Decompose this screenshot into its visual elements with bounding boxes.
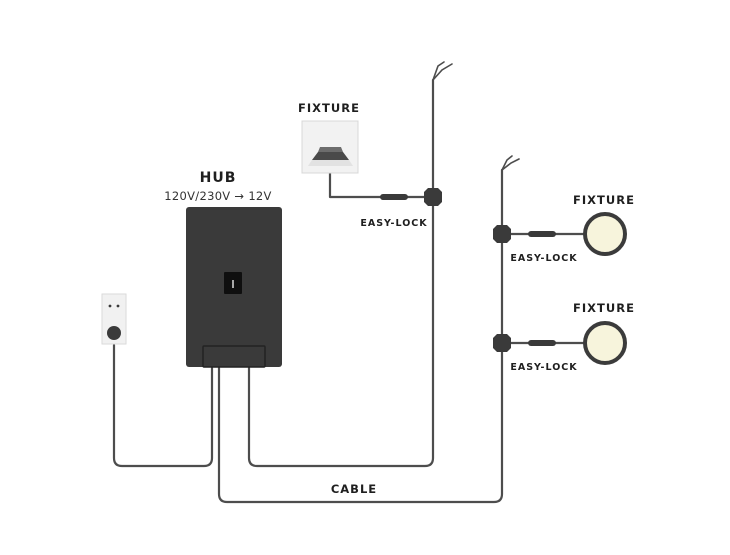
hub-voltage-label: 120V/230V → 12V <box>164 189 272 203</box>
plug-head <box>107 326 121 340</box>
right-fixture-2-puck <box>583 321 627 365</box>
junction-right1 <box>493 225 511 243</box>
easy-lock-right1-connector <box>528 231 556 237</box>
cable-label: CABLE <box>330 482 378 496</box>
easy-lock-top-connector <box>380 194 408 200</box>
easy-lock-connectors <box>380 194 556 346</box>
outlet-socket-pin-right <box>116 304 120 308</box>
wire-end-right <box>501 155 520 171</box>
easy-lock-label-top: EASY-LOCK <box>360 218 428 229</box>
right-fixture-1-puck <box>583 212 627 256</box>
hub-to-right-branch-cable <box>217 168 504 504</box>
hub-to-top-branch-cable <box>247 78 435 468</box>
junction-right2 <box>493 334 511 352</box>
top-fixture-step-light <box>301 120 359 174</box>
hub-title: HUB <box>199 170 237 186</box>
fixture-label-top: FIXTURE <box>298 101 360 115</box>
junction-top <box>424 188 442 206</box>
top-fixture-lead <box>328 170 435 199</box>
hub-cover <box>202 345 266 368</box>
outlet-to-hub-cable <box>112 343 214 468</box>
easy-lock-label-right-upper: EASY-LOCK <box>510 253 578 264</box>
wire-end-top <box>432 61 453 81</box>
easy-lock-label-right-lower: EASY-LOCK <box>510 362 578 373</box>
outlet-socket-pin-left <box>108 304 112 308</box>
fixture-label-right-upper: FIXTURE <box>573 193 635 207</box>
fixture-label-right-lower: FIXTURE <box>573 301 635 315</box>
easy-lock-right2-connector <box>528 340 556 346</box>
